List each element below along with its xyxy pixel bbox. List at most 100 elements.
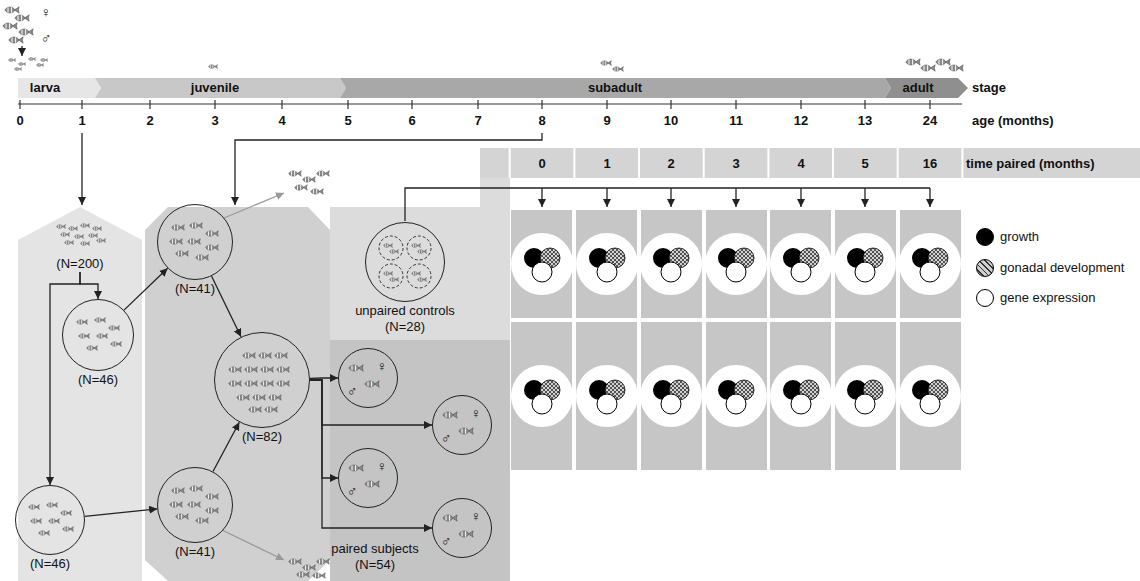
axis-label: 10 <box>664 113 678 129</box>
sampling-grid <box>511 233 573 295</box>
group-circle: unpaired controls(N=28) <box>365 222 445 302</box>
panels <box>18 178 510 581</box>
axis-label: 5 <box>861 156 868 172</box>
age-axis <box>800 100 801 109</box>
fish <box>311 189 324 195</box>
fish <box>206 508 219 514</box>
timeline-arrows <box>606 188 607 207</box>
fish <box>77 320 88 325</box>
legend-text: gonadal development <box>1000 260 1124 276</box>
time-paired-band <box>510 148 963 178</box>
fish-group: (N=200) <box>50 218 110 272</box>
sampling-grid <box>511 210 572 318</box>
sampling-grid <box>900 322 961 470</box>
fish <box>172 225 185 231</box>
dashed-subgroups <box>379 236 403 260</box>
stage-band <box>95 78 346 98</box>
fish <box>81 242 90 246</box>
axis-label: 13 <box>858 113 872 129</box>
fish <box>275 353 288 359</box>
fish <box>196 255 209 261</box>
axis-label: 12 <box>794 113 808 129</box>
fish <box>418 278 427 282</box>
timeline-arrows <box>670 188 671 207</box>
fish <box>390 278 399 282</box>
fish <box>259 353 272 359</box>
symbol-holder: ♂ <box>441 533 452 549</box>
label-holder: (N=46) <box>30 556 70 572</box>
fish <box>365 481 379 487</box>
sampling-grid <box>770 322 831 470</box>
fish <box>172 488 185 494</box>
fish <box>188 502 201 508</box>
fish <box>87 346 98 351</box>
age-axis <box>347 100 348 109</box>
group-size: unpaired controls <box>355 303 455 319</box>
dashed-subgroups <box>379 236 431 288</box>
axis-label: 8 <box>538 113 545 129</box>
label-holder: (N=41) <box>175 544 215 560</box>
group-size: (N=28) <box>355 319 455 335</box>
fish <box>384 272 393 276</box>
connector <box>310 380 432 528</box>
connector <box>80 272 98 299</box>
fish <box>206 245 219 251</box>
fish <box>249 407 262 413</box>
fish <box>245 381 258 387</box>
sampling-grid <box>511 322 572 470</box>
axis-label: 3 <box>732 156 739 172</box>
group-size: (N=200) <box>56 256 103 272</box>
sampling-grid <box>705 233 767 295</box>
fish <box>459 428 473 434</box>
timeline-arrows <box>22 46 930 221</box>
fish <box>109 326 120 331</box>
fish <box>111 342 122 347</box>
connector <box>213 422 239 471</box>
fish <box>412 272 421 276</box>
group-circle: ♀♂ <box>338 348 398 408</box>
connector <box>310 380 432 425</box>
label-holder: unpaired controls(N=28) <box>355 303 455 335</box>
axis-label: 3 <box>211 113 218 129</box>
stage-band <box>18 78 968 98</box>
sampling-grid <box>705 365 767 427</box>
sampling-grid <box>511 210 961 470</box>
fish <box>40 58 47 61</box>
fish <box>390 250 399 254</box>
age-axis <box>411 100 412 109</box>
symbol-holder: ♂ <box>347 383 358 399</box>
fish <box>261 381 274 387</box>
fish <box>443 515 457 521</box>
symbol-holder: ♂ <box>347 483 358 499</box>
age-axis <box>864 100 865 109</box>
fish <box>65 241 74 245</box>
fish <box>97 334 108 339</box>
sampling-grid <box>899 233 961 295</box>
fish <box>295 185 308 191</box>
sampling-grid <box>835 322 896 470</box>
fish <box>8 58 15 61</box>
fish <box>277 367 290 373</box>
group-circle: ♀♂ <box>432 498 492 558</box>
axis-label: 6 <box>408 113 415 129</box>
age-axis <box>735 100 736 109</box>
fish <box>613 67 624 72</box>
fish <box>313 573 326 579</box>
legend-swatch <box>976 289 994 307</box>
fish <box>14 67 21 70</box>
connector <box>310 380 338 478</box>
axis-label: stage <box>972 80 1006 96</box>
panels <box>18 207 142 581</box>
fish <box>317 559 330 565</box>
timeline-arrows <box>929 188 930 207</box>
fish <box>5 7 19 13</box>
fish <box>209 65 218 69</box>
sex-symbol: ♂ <box>347 483 358 499</box>
axis-label: 1 <box>78 113 85 129</box>
fish <box>906 59 920 65</box>
sampling-grid <box>706 210 767 318</box>
group-circle: (N=41) <box>157 467 233 543</box>
fish <box>443 412 457 418</box>
